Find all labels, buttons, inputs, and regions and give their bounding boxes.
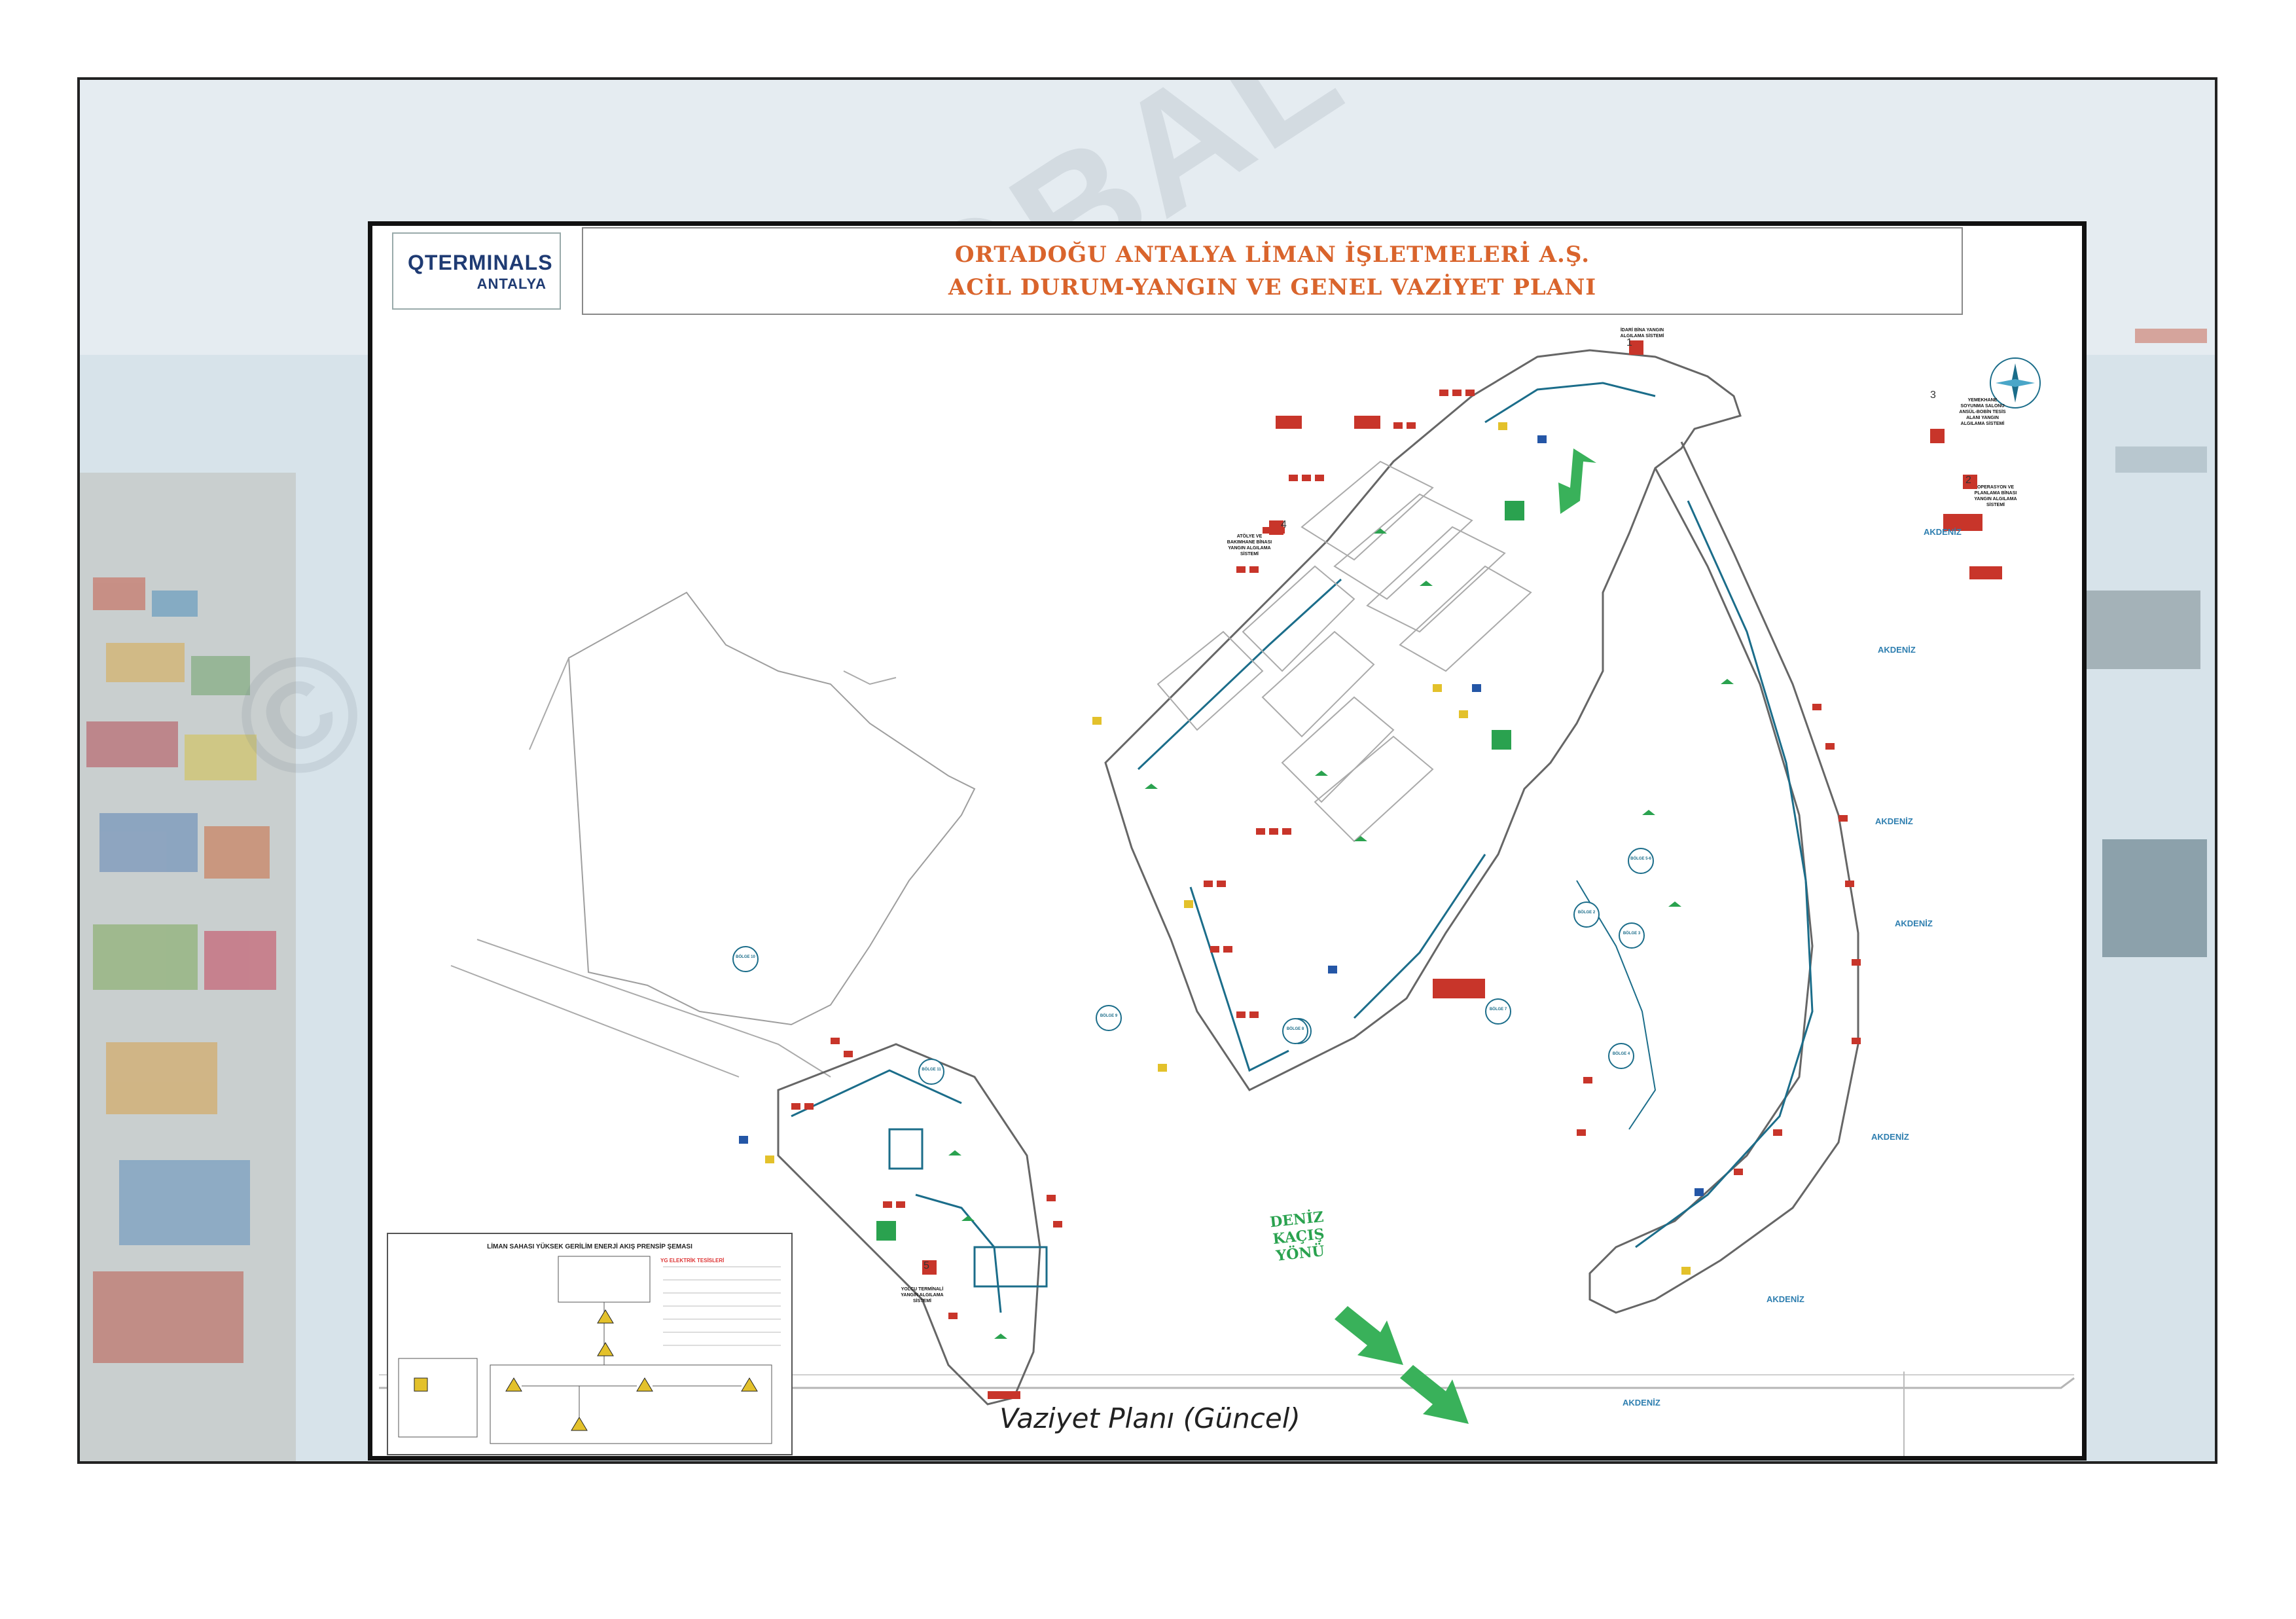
zone-number: 1	[1626, 337, 1632, 348]
bolge-marker: BÖLGE 7	[1485, 998, 1511, 1025]
plan-title-line1: ORTADOĞU ANTALYA LİMAN İŞLETMELERİ A.Ş.	[954, 242, 1590, 268]
sea-label: AKDENİZ	[1895, 919, 1933, 928]
zone-label: ATÖLYE VE BAKIMHANE BİNASI YANGIN ALGILA…	[1227, 534, 1272, 556]
bolge-marker: BÖLGE 4	[1608, 1043, 1634, 1069]
bolge-marker: BÖLGE 2	[1573, 901, 1600, 928]
sea-label: AKDENİZ	[1924, 527, 1962, 537]
site-plan-panel: QTERMINALS ANTALYA ORTADOĞU ANTALYA LİMA…	[368, 221, 2087, 1461]
sea-label: AKDENİZ	[1767, 1294, 1804, 1304]
bolge-marker: BÖLGE 10	[732, 946, 759, 972]
zone-label: OPERASYON VE PLANLAMA BİNASI YANGIN ALGI…	[1974, 485, 2017, 507]
plan-title-box: ORTADOĞU ANTALYA LİMAN İŞLETMELERİ A.Ş. …	[582, 227, 1963, 315]
sea-escape-direction-label: DENİZ KAÇIŞ YÖNÜ	[1260, 1207, 1337, 1265]
hv-energy-flow-schematic: LİMAN SAHASI YÜKSEK GERİLİM ENERJİ AKIŞ …	[387, 1233, 793, 1455]
zone-label: YEMEKHANE SOYUNMA SALONU ANSÜL-BOBİN TES…	[1959, 398, 2006, 426]
zone-number: 4	[1281, 519, 1287, 530]
sea-label: AKDENİZ	[1871, 1132, 1909, 1142]
bolge-marker: BÖLGE 9	[1096, 1005, 1122, 1031]
sea-label: AKDENİZ	[1623, 1398, 1660, 1408]
sea-label: AKDENİZ	[1875, 816, 1913, 826]
bolge-marker: BÖLGE 8	[1282, 1018, 1308, 1044]
logo-sub-text: ANTALYA	[476, 276, 547, 292]
bolge-marker: BÖLGE 11	[918, 1059, 944, 1085]
port-site-map	[379, 340, 2075, 1456]
zone-label: İDARİ BİNA YANGIN ALGILAMA SİSTEMİ	[1620, 328, 1664, 338]
qterminals-logo: QTERMINALS ANTALYA	[392, 232, 561, 310]
zone-number: 3	[1930, 390, 1936, 401]
schematic-diagram	[398, 1256, 781, 1444]
schematic-note-title: YG ELEKTRİK TESİSLERİ	[660, 1258, 725, 1264]
bolge-marker: BÖLGE 3	[1619, 922, 1645, 949]
sea-label: AKDENİZ	[1878, 645, 1916, 655]
zone-number: 5	[924, 1260, 929, 1271]
logo-main-text: QTERMINALS	[408, 251, 553, 274]
zone-label: YOLCU TERMİNALİ YANGIN ALGILAMA SİSTEMİ	[901, 1287, 944, 1303]
page-frame: © ARZ GLOBAL 2024 Tüm Hakları Saklıdır.	[77, 77, 2217, 1464]
plan-title-line2: ACİL DURUM-YANGIN VE GENEL VAZİYET PLANI	[948, 274, 1597, 300]
figure-caption: Vaziyet Planı (Güncel)	[999, 1402, 1300, 1434]
zone-number: 2	[1965, 475, 1971, 486]
bolge-marker: BÖLGE 5-6	[1628, 848, 1654, 874]
schematic-title: LİMAN SAHASI YÜKSEK GERİLİM ENERJİ AKIŞ …	[487, 1243, 692, 1250]
